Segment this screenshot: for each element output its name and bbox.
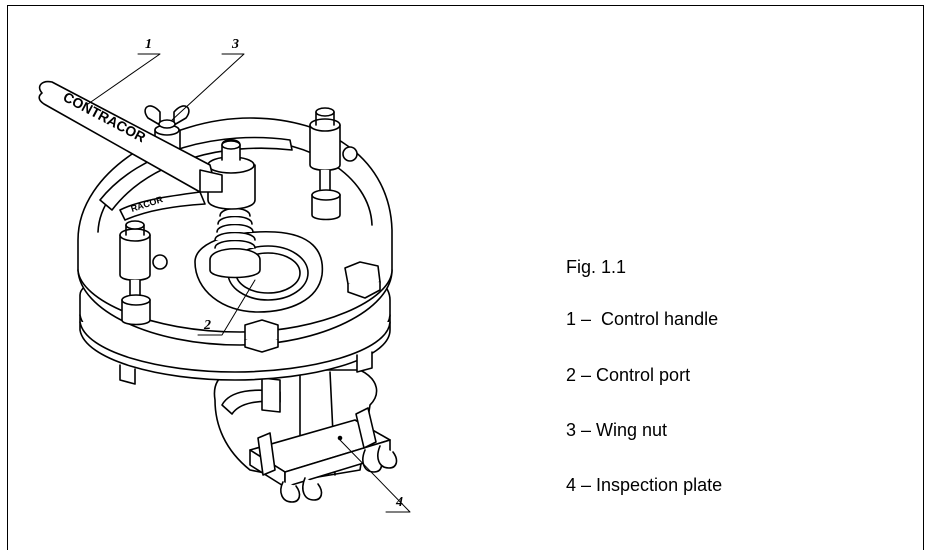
control-handle — [38, 80, 223, 221]
figure-label: Fig. 1.1 — [566, 257, 627, 277]
flange-nuts — [244, 261, 381, 353]
legend-item-control-port: 2 – Control port — [566, 365, 691, 385]
callout-3: 3 — [232, 37, 239, 52]
legend-item-control-handle: 1 – Control handle — [566, 309, 719, 329]
legend-item-inspection-plate: 4 – Inspection plate — [566, 475, 723, 495]
bolt-post-left — [119, 220, 168, 326]
leader-lines — [87, 53, 411, 513]
callout-2: 2 — [204, 318, 211, 333]
callout-4: 4 — [396, 495, 403, 510]
legend-item-wing-nut: 3 – Wing nut — [566, 420, 668, 440]
bolt-post-right — [309, 107, 358, 221]
callout-1: 1 — [145, 37, 152, 52]
inspection-plate — [249, 407, 398, 503]
